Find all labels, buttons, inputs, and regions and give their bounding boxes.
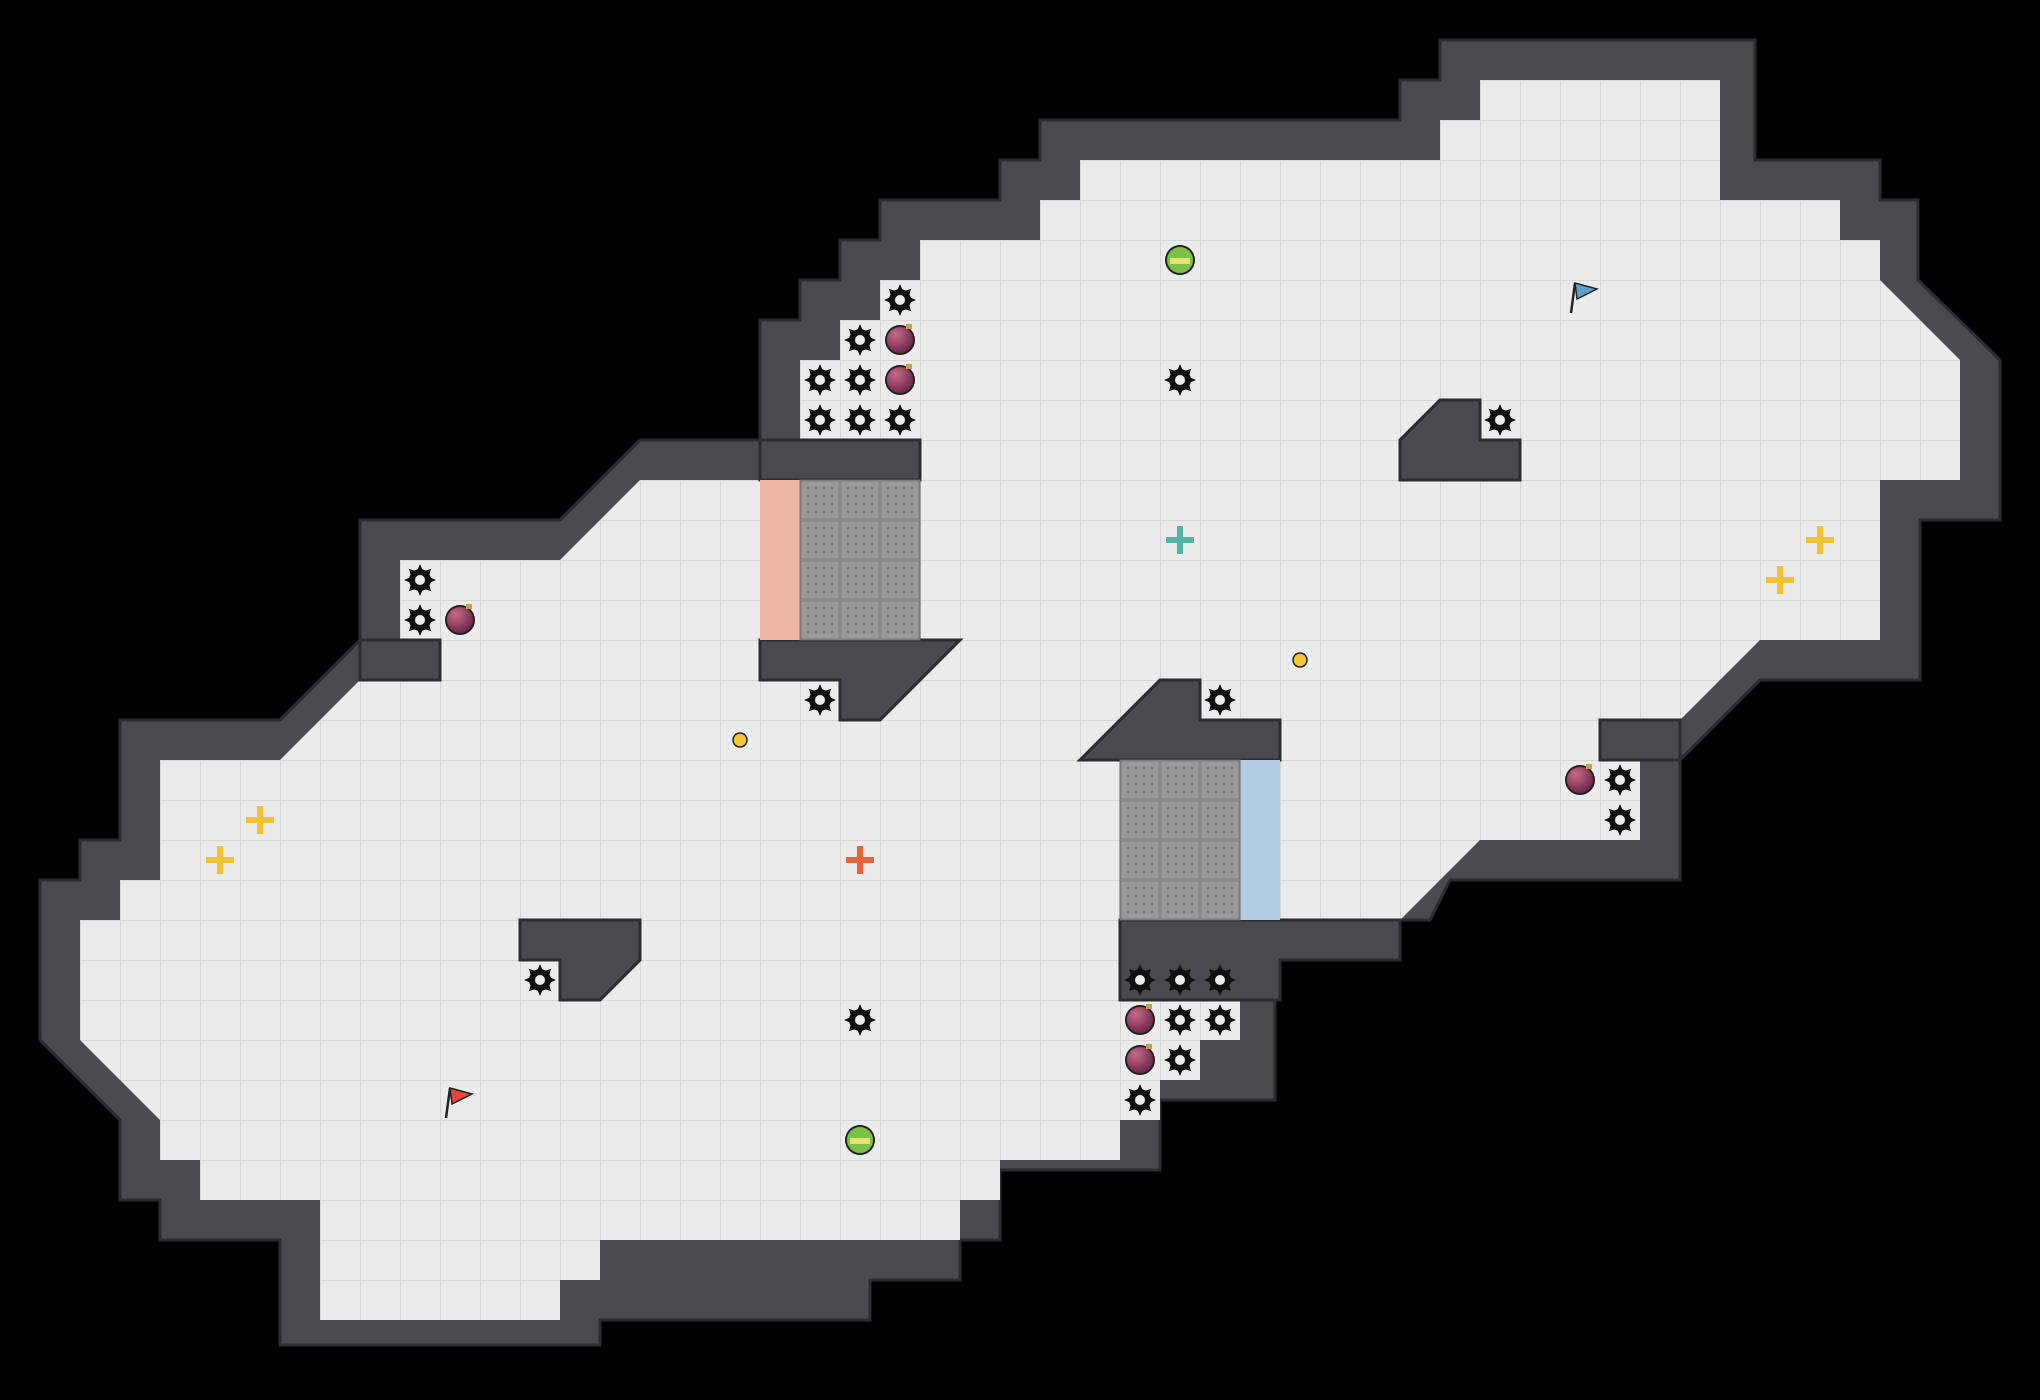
- coin-icon: [732, 732, 748, 748]
- inner-walls: [358, 398, 1682, 1002]
- boost-icon: [206, 846, 234, 874]
- gates: [760, 480, 1280, 920]
- boost-icon: [246, 806, 274, 834]
- flags: [444, 281, 1600, 1119]
- boost-icon: [1166, 526, 1194, 554]
- powerup-icon: [1165, 245, 1195, 275]
- bomb-icon: [445, 604, 475, 635]
- mesh-tiles: [799, 479, 1241, 921]
- coin-icon: [1292, 652, 1308, 668]
- bombs: [445, 324, 1595, 1075]
- bomb-icon: [885, 364, 915, 395]
- bomb-icon: [1125, 1004, 1155, 1035]
- red-gate: [760, 480, 800, 640]
- bomb-icon: [885, 324, 915, 355]
- boost-icon: [1766, 566, 1794, 594]
- powerup-icon: [845, 1125, 875, 1155]
- blue-flag-icon: [1569, 281, 1600, 314]
- powerups: [845, 245, 1195, 1155]
- boost-icon: [846, 846, 874, 874]
- boost-icon: [1806, 526, 1834, 554]
- mesh-block-upper: [799, 479, 921, 641]
- mesh-block-lower: [1119, 759, 1241, 921]
- coins: [732, 652, 1308, 748]
- bomb-icon: [1125, 1044, 1155, 1075]
- blue-gate: [1240, 760, 1280, 920]
- boosts: [206, 526, 1834, 874]
- floor-layer: [80, 80, 1960, 1320]
- red-flag-icon: [444, 1086, 475, 1119]
- bomb-icon: [1565, 764, 1595, 795]
